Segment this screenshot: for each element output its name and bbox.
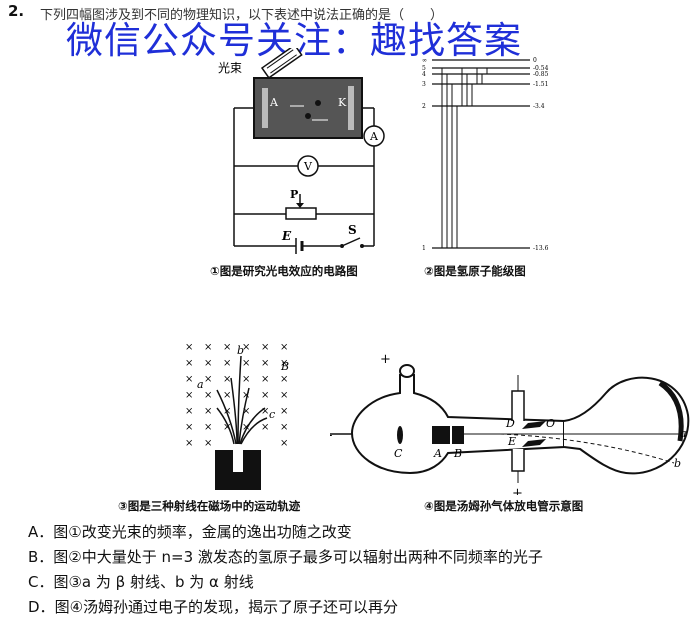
field-cross: × bbox=[185, 406, 193, 417]
ray-a-label: a bbox=[197, 378, 204, 391]
field-cross: × bbox=[280, 390, 288, 401]
field-cross: × bbox=[242, 422, 250, 433]
field-cross: × bbox=[185, 342, 193, 353]
field-cross: × bbox=[185, 438, 193, 449]
fig2-caption: ②图是氢原子能级图 bbox=[424, 264, 526, 278]
field-cross: × bbox=[204, 390, 212, 401]
field-b-label: B bbox=[280, 360, 289, 373]
field-cross: × bbox=[242, 358, 250, 369]
ray-c-label: c bbox=[269, 408, 275, 421]
fig3-caption: ③图是三种射线在磁场中的运动轨迹 bbox=[118, 499, 301, 513]
field-cross: × bbox=[261, 422, 269, 433]
electrode-k-label: K bbox=[338, 96, 347, 109]
field-cross: × bbox=[261, 406, 269, 417]
option-b: B．图②中大量处于 n=3 激发态的氢原子最多可以辐射出两种不同频率的光子 bbox=[28, 546, 543, 567]
field-cross: × bbox=[204, 406, 212, 417]
minus-label: - bbox=[330, 428, 332, 443]
option-a: A．图①改变光束的频率，金属的逸出功随之改变 bbox=[28, 521, 352, 542]
field-cross: × bbox=[280, 342, 288, 353]
hydrogen-energy-level-diagram: ∞ 0 5 -0.54 4 -0.85 3 -1.51 2 -3.4 1 -13.6 bbox=[422, 57, 549, 252]
question-number: 2. bbox=[8, 2, 25, 20]
option-d-text: 图④汤姆孙通过电子的发现，揭示了原子还可以再分 bbox=[54, 598, 399, 616]
cathode-c-label: C bbox=[394, 447, 403, 460]
field-cross: × bbox=[242, 374, 250, 385]
photoelectric-circuit-diagram: 光束 A K A V P E S bbox=[218, 48, 385, 254]
field-cross: × bbox=[204, 422, 212, 433]
field-cross: × bbox=[223, 342, 231, 353]
radiation-tracks-diagram: ××××××××××××××××××××××××××××××××××××××× … bbox=[185, 342, 289, 490]
field-cross: × bbox=[242, 342, 250, 353]
field-cross: × bbox=[204, 438, 212, 449]
switch-s-label: S bbox=[348, 223, 357, 237]
plus-bottom-label: + bbox=[512, 486, 523, 495]
fig4-caption: ④图是汤姆孙气体放电管示意图 bbox=[424, 499, 584, 513]
energy-level-n: 4 bbox=[422, 71, 426, 78]
plate-d-label: D bbox=[505, 417, 515, 430]
voltmeter-label: V bbox=[303, 160, 313, 173]
energy-level-e: -3.4 bbox=[533, 103, 545, 110]
field-cross: × bbox=[185, 390, 193, 401]
plate-e-label: E bbox=[507, 435, 516, 448]
field-cross: × bbox=[261, 390, 269, 401]
ammeter-label: A bbox=[369, 130, 379, 143]
energy-level-n: 5 bbox=[422, 65, 426, 72]
fig1-caption: ①图是研究光电效应的电路图 bbox=[210, 264, 358, 278]
slider-p-label: P bbox=[290, 188, 298, 201]
field-cross: × bbox=[280, 406, 288, 417]
plus-top-label: + bbox=[380, 352, 391, 367]
option-b-text: 图②中大量处于 n=3 激发态的氢原子最多可以辐射出两种不同频率的光子 bbox=[53, 548, 543, 566]
energy-level-e: 0 bbox=[533, 57, 537, 64]
field-cross: × bbox=[261, 342, 269, 353]
energy-level-n: 2 bbox=[422, 103, 426, 110]
option-c-letter: C． bbox=[28, 573, 54, 591]
field-cross: × bbox=[242, 406, 250, 417]
point-o-label: O bbox=[546, 417, 555, 430]
anode-a-label: A bbox=[433, 447, 442, 460]
field-cross: × bbox=[185, 374, 193, 385]
electrode-a-label: A bbox=[269, 96, 279, 109]
question-stem: 下列四幅图涉及到不同的物理知识，以下表述中说法正确的是（ ） bbox=[40, 8, 444, 23]
option-d: D．图④汤姆孙通过电子的发现，揭示了原子还可以再分 bbox=[28, 596, 398, 617]
field-cross: × bbox=[242, 390, 250, 401]
field-cross: × bbox=[280, 374, 288, 385]
battery-e-label: E bbox=[281, 229, 292, 243]
field-cross: × bbox=[204, 358, 212, 369]
option-b-letter: B． bbox=[28, 548, 54, 566]
field-cross: × bbox=[204, 342, 212, 353]
spot-b-label: b bbox=[674, 457, 681, 470]
energy-level-n: 1 bbox=[422, 245, 426, 252]
energy-level-n: 3 bbox=[422, 81, 426, 88]
field-cross: × bbox=[280, 422, 288, 433]
anode-b-label: B bbox=[453, 447, 462, 460]
energy-level-e: -1.51 bbox=[533, 81, 548, 88]
energy-level-e: -0.85 bbox=[533, 71, 549, 78]
option-c-text: 图③a 为 β 射线、b 为 α 射线 bbox=[53, 573, 254, 591]
field-cross: × bbox=[223, 358, 231, 369]
ray-b-label: b bbox=[237, 344, 244, 357]
field-cross: × bbox=[261, 374, 269, 385]
spot-a-label: a bbox=[680, 427, 687, 440]
energy-level-n: ∞ bbox=[422, 57, 427, 64]
option-d-letter: D． bbox=[28, 598, 55, 616]
field-cross: × bbox=[280, 438, 288, 449]
field-cross: × bbox=[185, 358, 193, 369]
thomson-tube-diagram: + + - C A B D O E a b bbox=[330, 352, 690, 495]
field-cross: × bbox=[223, 374, 231, 385]
energy-level-e: -0.54 bbox=[533, 65, 549, 72]
field-cross: × bbox=[223, 390, 231, 401]
option-a-letter: A． bbox=[28, 523, 54, 541]
field-cross: × bbox=[261, 358, 269, 369]
option-c: C．图③a 为 β 射线、b 为 α 射线 bbox=[28, 571, 254, 592]
light-beam-label: 光束 bbox=[218, 61, 242, 75]
option-a-text: 图①改变光束的频率，金属的逸出功随之改变 bbox=[53, 523, 352, 541]
field-cross: × bbox=[204, 374, 212, 385]
energy-level-e: -13.6 bbox=[533, 245, 549, 252]
field-cross: × bbox=[223, 422, 231, 433]
field-cross: × bbox=[280, 358, 288, 369]
field-cross: × bbox=[185, 422, 193, 433]
